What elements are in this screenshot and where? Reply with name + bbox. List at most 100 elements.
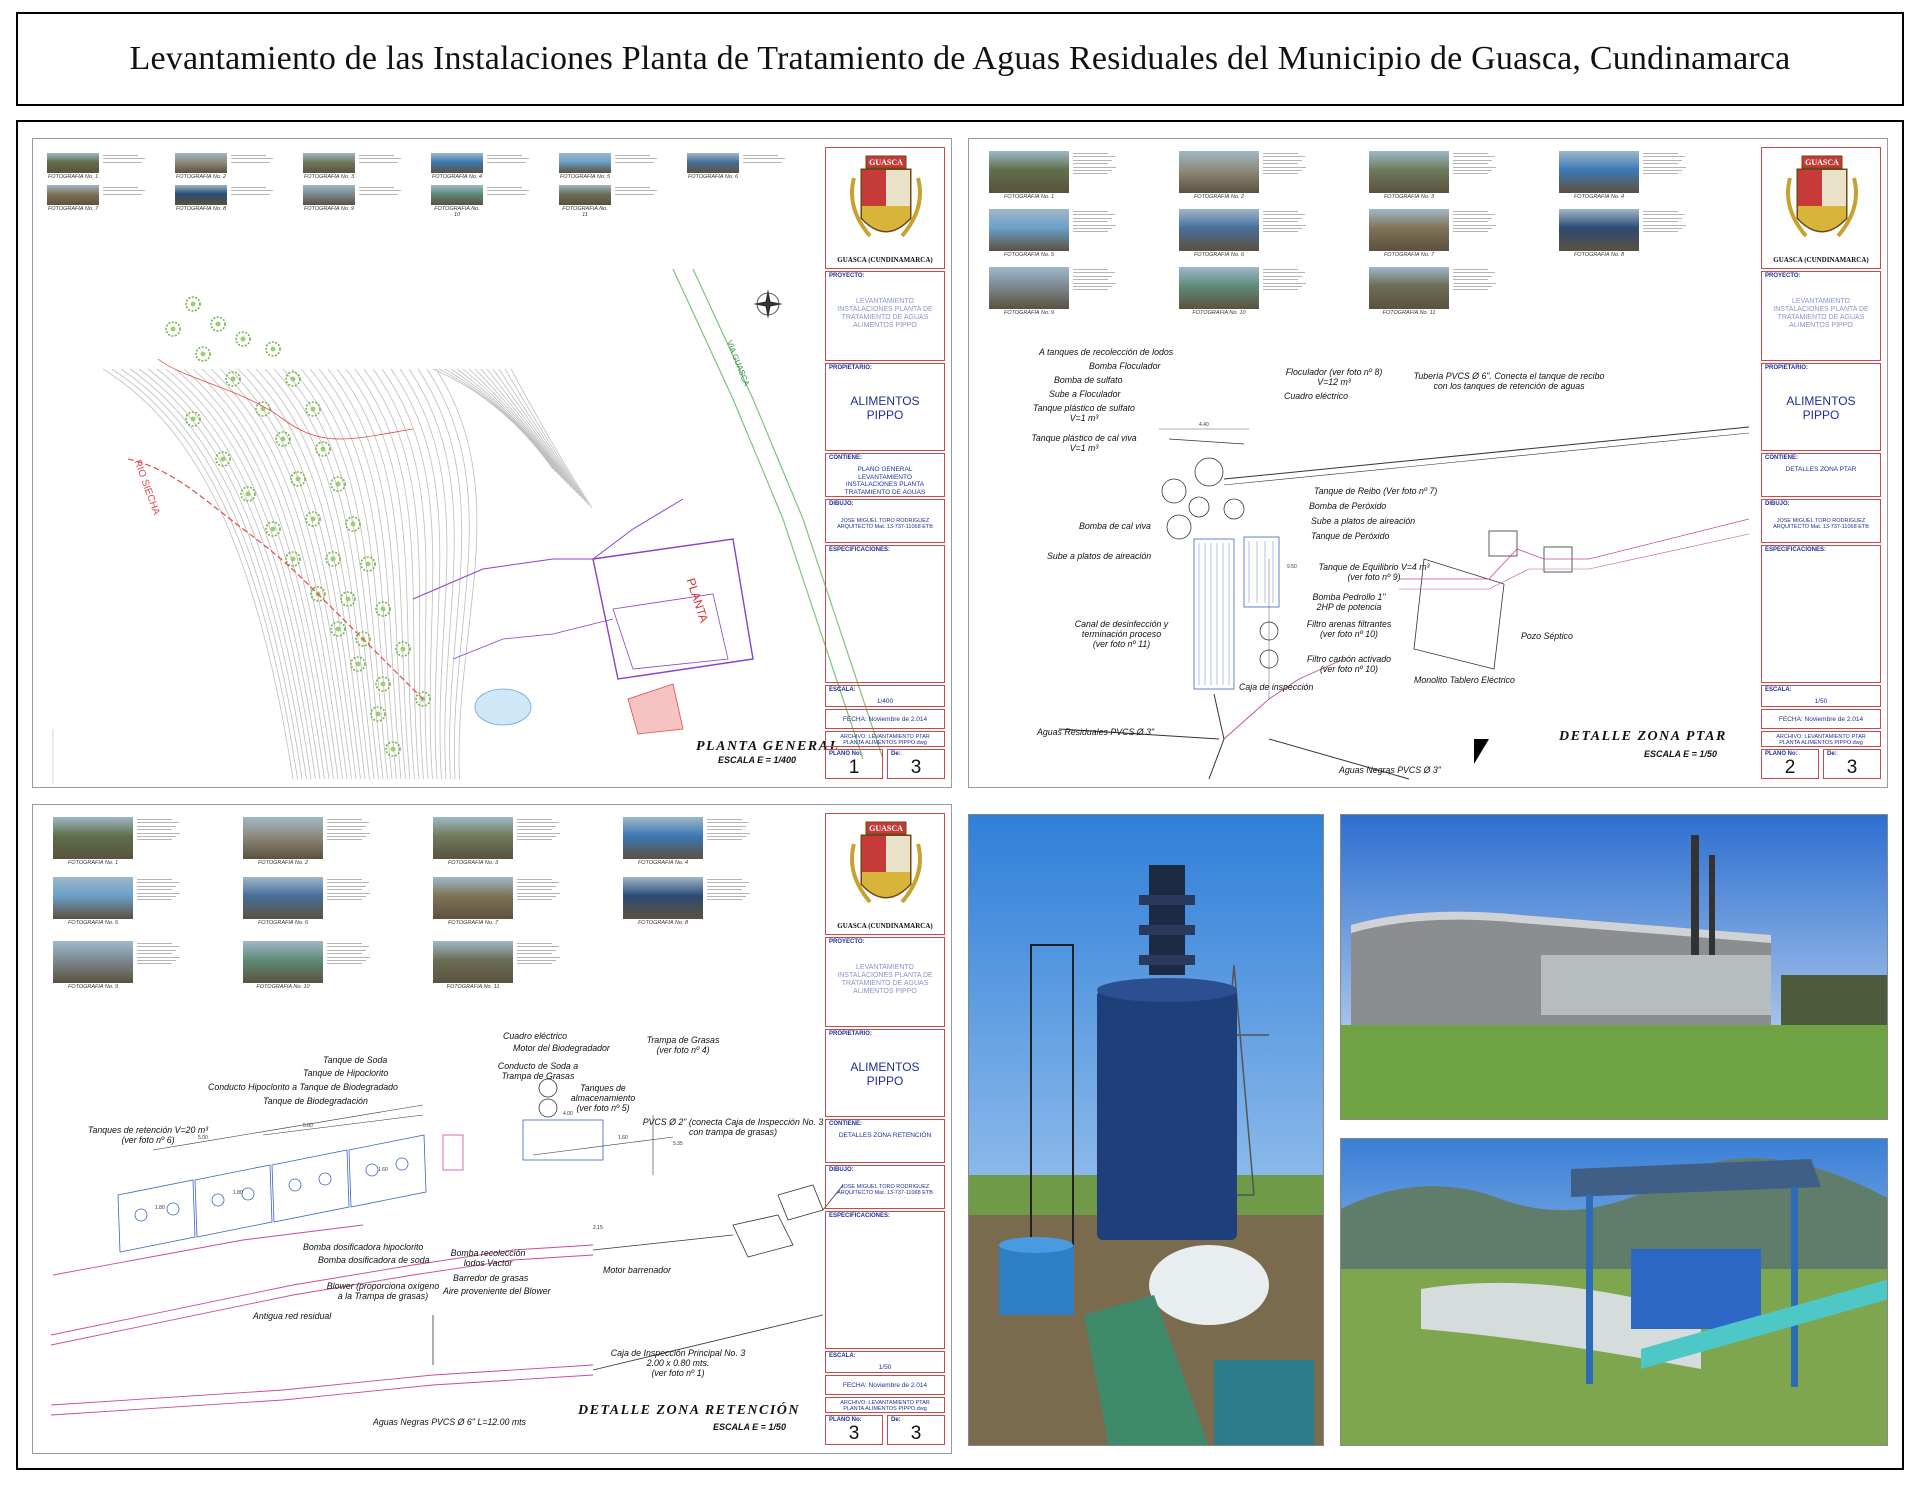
label-sube-floculador: Sube a Floculador (1049, 389, 1121, 399)
thumbnail-image (1369, 151, 1449, 193)
title-block-cell: PROPIETARIO:ALIMENTOS PIPPO (825, 363, 945, 451)
ptar-detail-drawing (1058, 426, 1750, 780)
dimension-label: 2.15 (593, 1225, 603, 1231)
thumbnail-caption: FOTOGRAFIA No. 7 (1383, 252, 1435, 258)
dim-label: 4.40 (1199, 422, 1209, 428)
tank-opening (166, 1202, 180, 1216)
photo-illustration (969, 815, 1323, 1445)
thumbnail-image (1179, 267, 1259, 309)
thumbnail-description-lines (707, 877, 753, 919)
label-bomba-pedrollo: Bomba Pedrollo 1"2HP de potencia (1312, 592, 1386, 612)
title-block-cell: PROYECTO:LEVANTAMIENTO INSTALACIONES PLA… (1761, 271, 1881, 361)
label-barredor-grasas: Barredor de grasas (453, 1273, 529, 1283)
thumbnail-caption: FOTOGRAFIA No. 2 (175, 174, 227, 180)
title-block-value: FECHA: Noviembre de 2.014 (842, 1382, 928, 1389)
title-block-cell: ARCHIVO: LEVANTAMIENTO PTAR PLANTA ALIME… (1761, 731, 1881, 747)
contour-line (444, 368, 560, 476)
thumbnail-image (47, 153, 99, 173)
label-tanque-soda: Tanque de Soda (323, 1055, 388, 1065)
contour-line (183, 368, 334, 780)
tree-icon (165, 321, 181, 337)
title-block-cell: FECHA: Noviembre de 2.014 (825, 1375, 945, 1395)
thumbnail-description-lines (137, 817, 183, 859)
label-antigua-red: Antigua red residual (253, 1311, 332, 1321)
thumbnail-image (433, 817, 513, 859)
tree-icon (330, 476, 346, 492)
thumbnail-description-lines (103, 153, 149, 173)
label-tuberia-pvcs: Tubería PVCS Ø 6". Conecta el tanque de … (1413, 371, 1605, 391)
tree-icon (350, 656, 366, 672)
photo-thumbnail: FOTOGRAFIA No. 4 (1559, 151, 1689, 203)
thumbnail-image (47, 185, 99, 205)
label-sube-aireacion-2: Sube a platos de aireación (1047, 551, 1152, 561)
tree-icon (345, 516, 361, 532)
title-block-label: PROYECTO: (1765, 273, 1801, 279)
thumbnail-image (431, 153, 483, 173)
tree-icon (235, 331, 251, 347)
tree-icon (185, 411, 201, 427)
tree-icon (395, 641, 411, 657)
photo-illustration (1341, 815, 1887, 1119)
thumbnail-description-lines (1073, 151, 1119, 193)
tank-opening (211, 1193, 225, 1207)
title-block-cell: FECHA: Noviembre de 2.014 (1761, 709, 1881, 729)
photo-thumbnail: FOTOGRAFIA No. 8 (623, 877, 753, 929)
thumbnail-description-lines (137, 941, 183, 983)
tree-icon (385, 741, 401, 757)
label-caja-inspeccion: Caja de inspección (1239, 682, 1314, 692)
title-block-label: ESPECIFICACIONES: (829, 1213, 891, 1219)
photo-thumbnail: FOTOGRAFIA No. 9 (989, 267, 1119, 319)
title-block-cell: ESCALA:1/400 (825, 685, 945, 707)
photo-thumbnail: FOTOGRAFIA No. 1 (47, 153, 149, 183)
dimension-label: 5.00 (198, 1135, 208, 1141)
photo-thumbnail: FOTOGRAFIA No. 3 (303, 153, 405, 183)
label-bomba-sulfato: Bomba de sulfato (1054, 375, 1123, 385)
poster-frame (16, 120, 1904, 1470)
sheet-title: DETALLE ZONA PTAR (1559, 729, 1727, 744)
title-block-cell: PROYECTO:LEVANTAMIENTO INSTALACIONES PLA… (825, 271, 945, 361)
contour-line (309, 368, 397, 780)
road-edge-a (672, 268, 864, 760)
contour-line (486, 368, 581, 497)
label-bomba-soda: Bomba dosificadora de soda (318, 1255, 430, 1265)
tree-icon (360, 556, 376, 572)
title-block-label: PROYECTO: (829, 273, 865, 279)
photo-thumbnail: FOTOGRAFIA No. 2 (1179, 151, 1309, 203)
tank-opening (318, 1172, 332, 1186)
photo-thumbnail: FOTOGRAFIA No. 4 (623, 817, 753, 869)
tree-icon (305, 401, 321, 417)
title-block-label: ESPECIFICACIONES: (829, 547, 891, 553)
thumbnail-caption: FOTOGRAFIA No. 10 (1192, 310, 1246, 316)
tree-icon (330, 621, 346, 637)
photo-thumbnail: FOTOGRAFIA No. 4 (431, 153, 533, 183)
title-block-cell: DIBUJO:JOSE MIGUEL TORO RODRIGUEZ ARQUIT… (825, 499, 945, 543)
contour-line (498, 368, 587, 503)
contour-line (111, 368, 298, 780)
thumbnail-description-lines (327, 817, 373, 859)
photo-thumbnail: FOTOGRAFIA No. 8 (175, 185, 277, 215)
label-monolito: Monolito Tablero Eléctrico (1414, 675, 1515, 685)
label-tanques-retencion: Tanques de retención V=20 m³(ver foto nº… (87, 1125, 209, 1145)
label-filtro-carbon: Filtro carbón activado(ver foto nº 10) (1306, 654, 1392, 674)
sheet-planta-general: FOTOGRAFIA No. 1 FOTOGRAFIA No. 2 FOTOGRAF… (32, 138, 952, 788)
thumbnail-caption: FOTOGRAFIA No. 7 (447, 920, 499, 926)
thumbnail-description-lines (1073, 209, 1119, 251)
thumbnail-caption: FOTOGRAFIA No. 8 (1573, 252, 1625, 258)
plano-total-cell: De:3 (887, 749, 945, 779)
thumbnail-caption: FOTOGRAFIA No. 11 (562, 206, 608, 218)
plano-number-cell: PLANO No:2 (1761, 749, 1819, 779)
tree-icon (285, 371, 301, 387)
thumbnail-caption: FOTOGRAFIA No. 4 (637, 860, 689, 866)
sheet-title: DETALLE ZONA RETENCIÓN (578, 1403, 801, 1418)
thumbnail-image (53, 941, 133, 983)
title-block-label: DIBUJO: (1765, 501, 1790, 507)
thumbnail-description-lines (1643, 209, 1689, 251)
thumbnail-image (175, 153, 227, 173)
label-pvcs-2: PVCS Ø 2" (conecta Caja de Inspección No… (642, 1117, 824, 1137)
tank-opening (241, 1187, 255, 1201)
title-block-cell: DIBUJO: JOSE MIGUEL TORO RODRIGUEZ ARQUIT… (1761, 499, 1881, 543)
photo-illustration (1341, 1139, 1887, 1445)
plano-number-cell: PLANO No:3 (825, 1415, 883, 1445)
title-block-value: JOSE MIGUEL TORO RODRIGUEZ ARQUITECTO Ma… (1773, 518, 1869, 531)
title-block-label: ESPECIFICACIONES: (1765, 547, 1827, 553)
